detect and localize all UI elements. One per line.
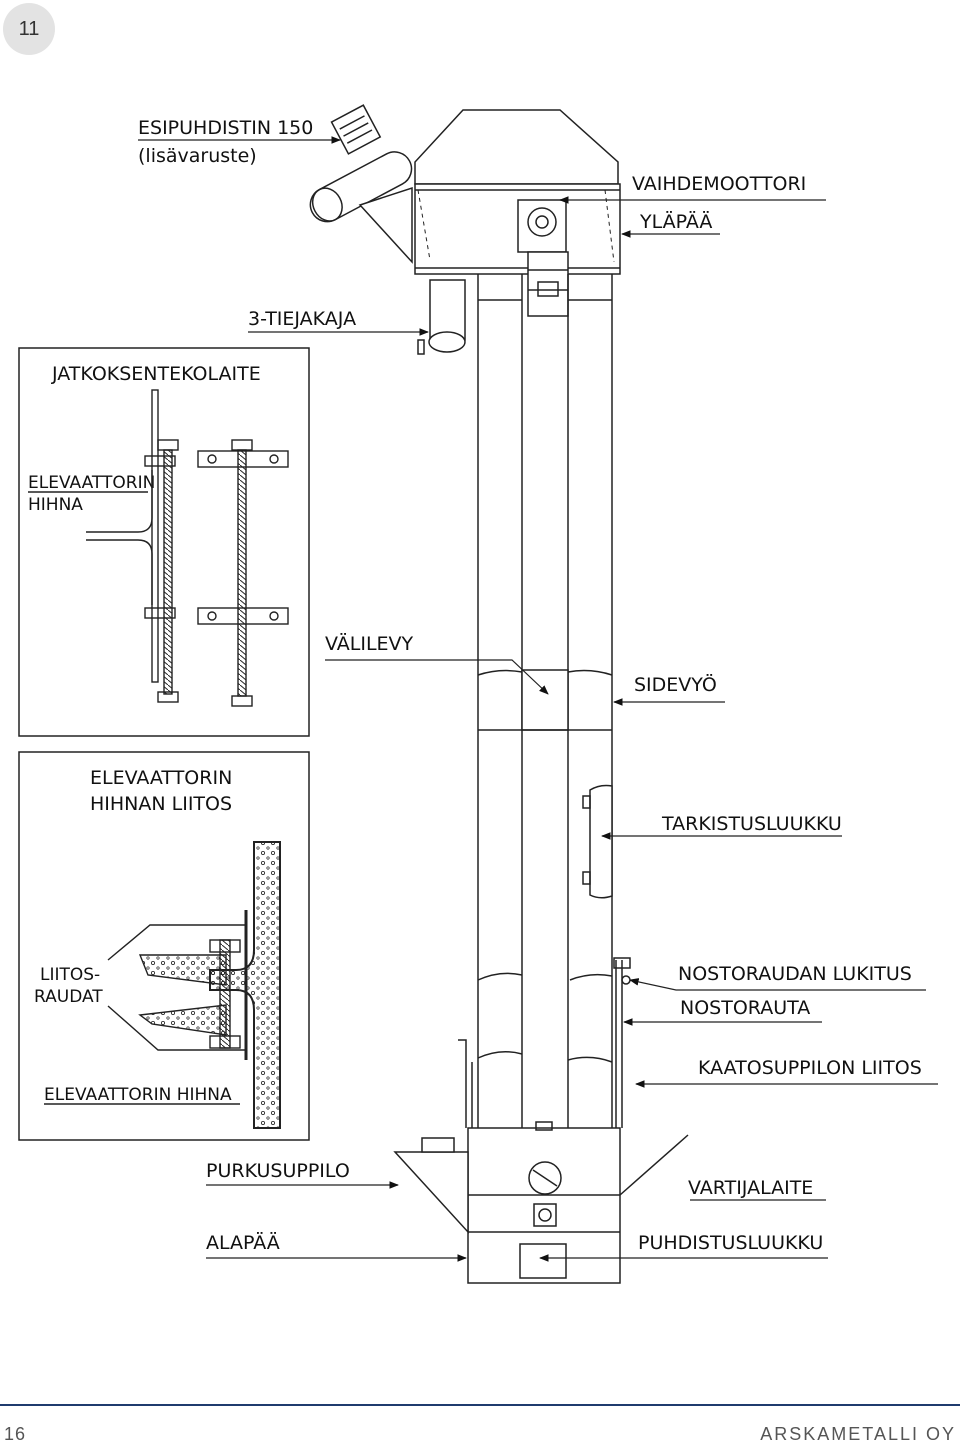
label-nostoraudan-lukitus: NOSTORAUDAN LUKITUS	[678, 963, 912, 985]
pre-cleaner	[309, 104, 413, 264]
label-vaihdemoottori: VAIHDEMOOTTORI	[632, 173, 806, 195]
guard-device	[619, 1134, 689, 1196]
label-3-tiejakaja: 3-TIEJAKAJA	[248, 308, 356, 330]
gear-motor	[517, 199, 569, 317]
head-section	[414, 109, 621, 275]
liitos-label-2: RAUDAT	[34, 987, 103, 1007]
inset-bottom-title-2: HIHNAN LIITOS	[90, 793, 232, 815]
label-lisavaruste: (lisävaruste)	[138, 145, 257, 167]
inset-top-belt-label-1: ELEVAATTORIN	[28, 473, 155, 493]
lifting-bar	[477, 957, 631, 1128]
label-kaatosuppilon-liitos: KAATOSUPPILON LIITOS	[698, 1057, 922, 1079]
label-valilevy: VÄLILEVY	[325, 632, 414, 655]
label-nostorauta: NOSTORAUTA	[680, 997, 810, 1019]
liitos-label-1: LIITOS-	[40, 965, 100, 985]
leader-lines	[138, 136, 938, 1262]
bucket-elevator-drawing: JATKOKSENTEKOLAITE ELEVAATTORIN HIHNA EL	[18, 104, 938, 1284]
tie-band	[477, 669, 613, 731]
label-vartijalaite: VARTIJALAITE	[688, 1177, 813, 1199]
hopper-connection	[458, 1039, 613, 1128]
three-way-distributor	[417, 279, 466, 355]
spacer-plate	[521, 669, 569, 731]
inset-top-belt-label-2: HIHNA	[28, 495, 83, 515]
footer-company-name: ARSKAMETALLI OY	[760, 1424, 956, 1444]
inset-top-title: JATKOKSENTEKOLAITE	[51, 363, 261, 385]
label-esipuhdistin: ESIPUHDISTIN 150	[138, 117, 313, 139]
label-alapaa: ALAPÄÄ	[206, 1231, 280, 1254]
inset-bottom-belt-label: ELEVAATTORIN HIHNA	[44, 1085, 232, 1105]
inset-splicing-tool: JATKOKSENTEKOLAITE ELEVAATTORIN HIHNA	[18, 347, 310, 737]
inset-bottom-title-1: ELEVAATTORIN	[90, 767, 232, 789]
label-ylapaa: YLÄPÄÄ	[639, 210, 712, 233]
label-sidevyo: SIDEVYÖ	[634, 673, 717, 696]
footer-divider	[0, 1404, 960, 1406]
inspection-hatch	[582, 784, 613, 899]
page-number-badge: 11	[3, 3, 55, 55]
label-tarkistusluukku: TARKISTUSLUUKKU	[661, 813, 842, 835]
footer-page-number: 16	[4, 1424, 27, 1444]
boot-section	[467, 1121, 621, 1284]
main-labels: ESIPUHDISTIN 150 (lisävaruste) VAIHDEMOO…	[138, 117, 922, 1254]
label-puhdistusluukku: PUHDISTUSLUUKKU	[638, 1232, 823, 1254]
discharge-hopper	[393, 1137, 469, 1234]
inset-belt-joint: ELEVAATTORIN HIHNAN LIITOS LIITOS- RAUDA…	[18, 751, 310, 1141]
label-purkusuppilo: PURKUSUPPILO	[206, 1160, 350, 1182]
